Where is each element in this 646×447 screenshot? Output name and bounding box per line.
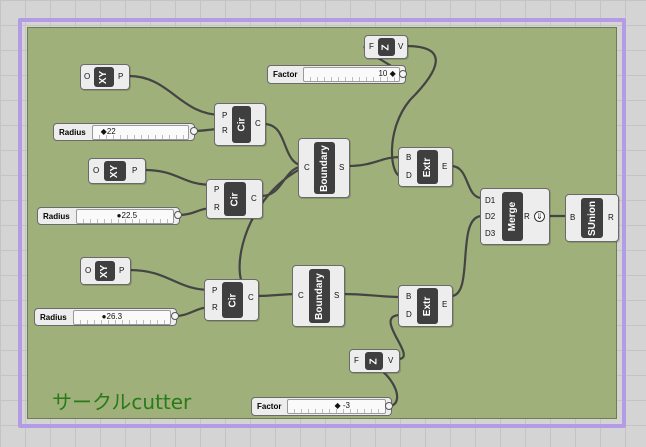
- output-port-e[interactable]: E: [442, 162, 448, 171]
- wire-xy2-cir2: [142, 168, 216, 187]
- circle-component-2[interactable]: P R Cir C: [206, 179, 263, 219]
- input-port-f[interactable]: F: [369, 42, 374, 51]
- input-port-d3[interactable]: D3: [485, 229, 496, 238]
- slider-value: ●22.5: [116, 210, 138, 220]
- wire-z1-ext1: [390, 44, 437, 178]
- output-port-s[interactable]: S: [339, 163, 345, 172]
- component-title: XY: [104, 161, 126, 181]
- component-title: SUnion: [581, 198, 603, 238]
- output-port-v[interactable]: V: [388, 356, 394, 365]
- slider-knob[interactable]: [385, 402, 393, 410]
- output-port-r[interactable]: R: [608, 213, 614, 222]
- unit-z-component-2[interactable]: F Z V: [349, 349, 400, 373]
- slider-knob[interactable]: [399, 70, 407, 78]
- component-title: Cir: [224, 182, 246, 216]
- input-port-r[interactable]: R: [212, 303, 218, 312]
- component-title: XY: [94, 67, 114, 87]
- component-title: Boundary: [314, 142, 335, 194]
- output-port-s[interactable]: S: [334, 291, 340, 300]
- output-port-v[interactable]: V: [398, 42, 404, 51]
- slider-knob[interactable]: [190, 127, 198, 135]
- wire-z2-ext2: [389, 313, 405, 361]
- slider-track[interactable]: ●22.5: [75, 208, 174, 224]
- input-port-o[interactable]: O: [85, 266, 92, 275]
- wire-xy3-cir3: [127, 268, 214, 292]
- slider-track[interactable]: 10 ◆: [303, 67, 400, 82]
- component-title: Cir: [222, 282, 243, 318]
- boundary-surfaces-component-1[interactable]: C Boundary S: [298, 138, 350, 198]
- extrude-component-2[interactable]: B D Extr E: [398, 285, 453, 327]
- component-title: Boundary: [309, 269, 330, 323]
- input-port-d1[interactable]: D1: [485, 196, 496, 205]
- output-port-c[interactable]: C: [248, 293, 254, 302]
- input-port-r[interactable]: R: [214, 203, 220, 212]
- input-port-d[interactable]: D: [406, 310, 412, 319]
- component-title: Merge: [502, 192, 523, 241]
- boundary-surfaces-component-2[interactable]: C Boundary S: [292, 265, 345, 327]
- input-port-d[interactable]: D: [406, 171, 412, 180]
- xy-point-component-3[interactable]: O XY P: [80, 257, 131, 285]
- output-port-p[interactable]: P: [119, 266, 125, 275]
- slider-track[interactable]: ◆ -3: [287, 399, 386, 414]
- slider-value: ◆ -3: [334, 401, 350, 410]
- factor-slider-1[interactable]: Factor 10 ◆: [267, 65, 406, 84]
- slider-track[interactable]: ◆22: [91, 124, 189, 140]
- input-port-b[interactable]: B: [406, 153, 412, 162]
- xy-point-component-1[interactable]: O XY P: [80, 64, 130, 90]
- factor-slider-2[interactable]: Factor ◆ -3: [251, 397, 392, 416]
- slider-knob[interactable]: [171, 312, 179, 320]
- input-port-f[interactable]: F: [354, 356, 359, 365]
- input-port-c[interactable]: C: [298, 291, 304, 300]
- radius-slider-3[interactable]: Radius ●26.3: [34, 308, 177, 326]
- circle-component-1[interactable]: P R Cir C: [214, 103, 266, 146]
- slider-label: Radius: [43, 211, 70, 221]
- circle-component-3[interactable]: P R Cir C: [204, 279, 259, 321]
- component-title: Z: [378, 38, 395, 56]
- component-title: Extr: [417, 150, 438, 184]
- slider-value: 10 ◆: [378, 69, 396, 78]
- wire-ext1-merge: [449, 164, 484, 200]
- input-port-o[interactable]: O: [93, 166, 100, 175]
- output-port-p[interactable]: P: [118, 72, 124, 81]
- component-title: XY: [95, 261, 115, 281]
- extrude-component-1[interactable]: B D Extr E: [398, 147, 453, 187]
- merge-options-icon[interactable]: ⇓: [534, 211, 545, 222]
- slider-label: Factor: [257, 402, 282, 411]
- merge-component[interactable]: D1 D2 D3 Merge R ⇓: [480, 188, 550, 245]
- input-port-d2[interactable]: D2: [485, 212, 496, 221]
- group-label: サークルcutter: [52, 390, 192, 414]
- input-port-p[interactable]: P: [222, 111, 228, 120]
- slider-label: Factor: [273, 70, 298, 79]
- wire-bnd1-ext1: [345, 155, 403, 168]
- slider-value: ◆22: [100, 126, 116, 136]
- input-port-p[interactable]: P: [212, 286, 218, 295]
- slider-knob[interactable]: [174, 211, 182, 219]
- slider-label: Radius: [59, 127, 86, 137]
- slider-label: Radius: [40, 312, 67, 322]
- output-port-r[interactable]: R: [524, 212, 530, 221]
- input-port-c[interactable]: C: [304, 163, 310, 172]
- wire-bnd2-ext2: [338, 292, 403, 299]
- output-port-c[interactable]: C: [255, 119, 261, 128]
- solid-union-component[interactable]: B SUnion R: [565, 194, 619, 242]
- output-port-e[interactable]: E: [442, 300, 448, 309]
- component-title: Z: [365, 352, 383, 370]
- wire-xy1-cir1: [127, 74, 224, 117]
- input-port-b[interactable]: B: [406, 292, 412, 301]
- component-title: Cir: [232, 106, 251, 143]
- radius-slider-2[interactable]: Radius ●22.5: [37, 207, 180, 225]
- input-port-o[interactable]: O: [84, 72, 91, 81]
- input-port-b[interactable]: B: [570, 213, 576, 222]
- output-port-c[interactable]: C: [251, 194, 257, 203]
- radius-slider-1[interactable]: Radius ◆22: [53, 123, 195, 141]
- input-port-r[interactable]: R: [222, 126, 228, 135]
- xy-point-component-2[interactable]: O XY P: [88, 158, 146, 184]
- unit-z-component-1[interactable]: F Z V: [364, 35, 408, 59]
- component-title: Extr: [417, 288, 438, 324]
- slider-track[interactable]: ●26.3: [72, 309, 171, 325]
- input-port-p[interactable]: P: [214, 185, 220, 194]
- slider-value: ●26.3: [101, 311, 123, 321]
- wire-ext2-merge: [449, 214, 484, 298]
- output-port-p[interactable]: P: [132, 166, 138, 175]
